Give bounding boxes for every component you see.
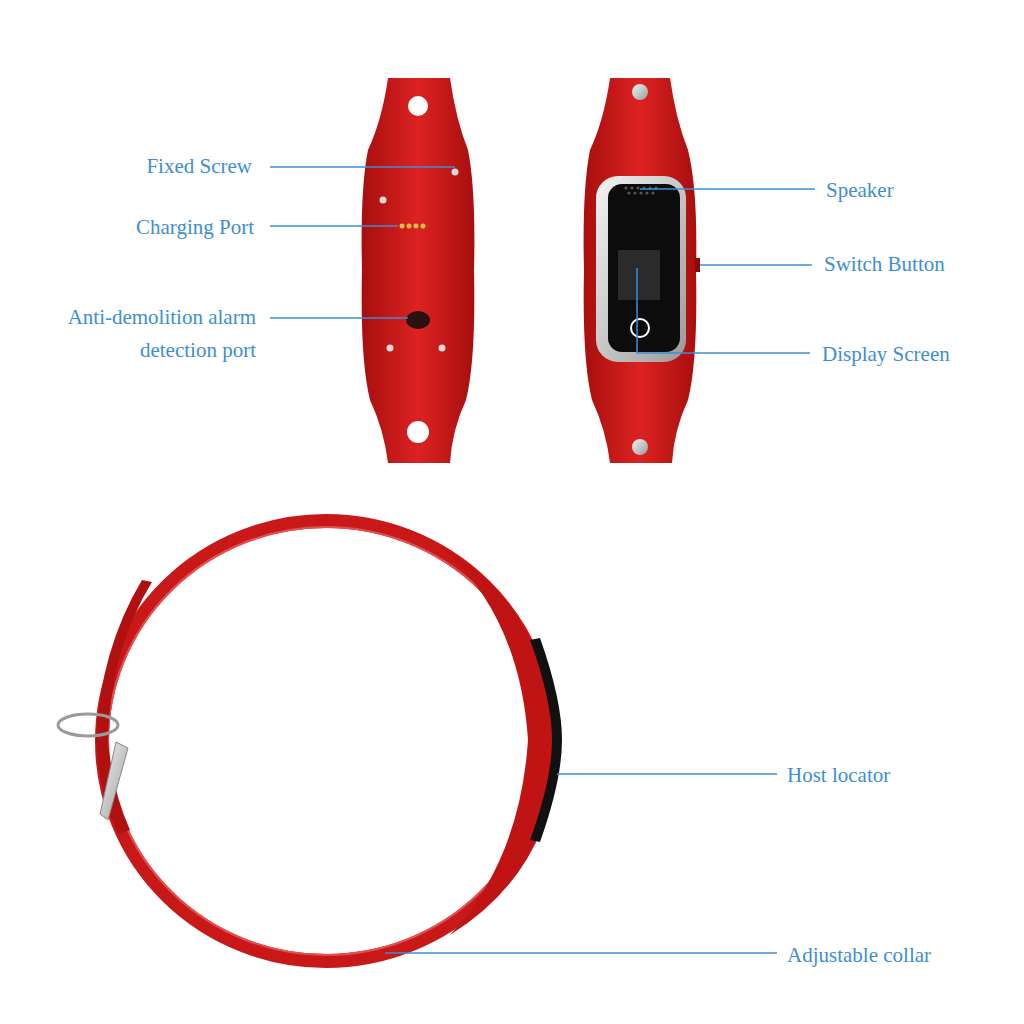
display-screen-label: Display Screen	[822, 338, 950, 371]
screen-bezel	[596, 176, 686, 362]
screen	[608, 184, 680, 352]
collar-highlight	[108, 527, 544, 955]
stud	[632, 439, 648, 455]
switch-button	[695, 258, 700, 272]
leader-lines	[270, 167, 815, 953]
charging-pins	[400, 224, 426, 229]
charging-port-label: Charging Port	[136, 211, 254, 244]
stud	[632, 84, 648, 100]
adjustable-collar-label: Adjustable collar	[787, 939, 931, 972]
screw	[439, 345, 446, 352]
display-area	[618, 250, 660, 300]
detection-port-label: Anti-demolition alarm detection port	[28, 301, 256, 367]
speaker-label: Speaker	[826, 174, 894, 207]
screw	[380, 197, 387, 204]
switch-button-label: Switch Button	[824, 248, 945, 281]
screw	[452, 169, 459, 176]
strap-hole	[407, 421, 429, 443]
home-button	[631, 319, 649, 337]
host-locator-label: Host locator	[787, 759, 890, 792]
fixed-screw-label: Fixed Screw	[146, 150, 252, 183]
strap-hole	[408, 96, 428, 116]
host-screen	[530, 638, 562, 842]
detection-port	[406, 311, 430, 329]
strap-back	[362, 78, 475, 463]
buckle-pin	[100, 742, 128, 820]
collar-overlap	[96, 580, 152, 834]
screw	[387, 345, 394, 352]
speaker-holes	[624, 186, 657, 194]
host-body	[445, 550, 560, 935]
strap-front	[584, 78, 697, 463]
d-ring	[58, 714, 118, 736]
